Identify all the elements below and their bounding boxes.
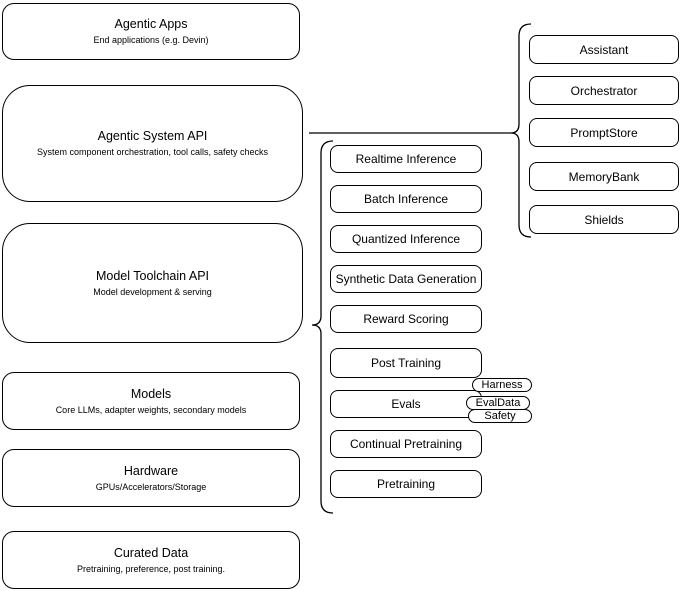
- node-agentic-apps: Agentic Apps End applications (e.g. Devi…: [2, 3, 300, 60]
- node-synthetic-data-generation: Synthetic Data Generation: [330, 265, 482, 293]
- node-assistant: Assistant: [529, 35, 679, 64]
- node-shields: Shields: [529, 205, 679, 234]
- node-subtitle: System component orchestration, tool cal…: [36, 147, 269, 157]
- node-subtitle: Model development & serving: [93, 286, 212, 297]
- node-models: Models Core LLMs, adapter weights, secon…: [2, 372, 300, 430]
- node-batch-inference: Batch Inference: [330, 185, 482, 213]
- node-promptstore: PromptStore: [529, 118, 679, 147]
- components-brace: [510, 23, 532, 238]
- node-title: Agentic System API: [97, 129, 208, 143]
- node-title: Hardware: [123, 463, 179, 478]
- node-title: Model Toolchain API: [95, 268, 210, 283]
- node-model-toolchain-api: Model Toolchain API Model development & …: [2, 223, 303, 343]
- node-title: Agentic Apps: [114, 17, 188, 31]
- node-evals: Evals: [330, 390, 482, 418]
- node-subtitle: Pretraining, preference, post training.: [76, 563, 226, 574]
- tag-safety: Safety: [468, 409, 532, 423]
- node-subtitle: End applications (e.g. Devin): [93, 35, 209, 45]
- node-title: Curated Data: [113, 545, 189, 560]
- tag-harness: Harness: [472, 378, 532, 392]
- node-reward-scoring: Reward Scoring: [330, 305, 482, 333]
- tag-evaldata: EvalData: [466, 396, 530, 410]
- node-agentic-system-api: Agentic System API System component orch…: [2, 85, 303, 202]
- node-continual-pretraining: Continual Pretraining: [330, 430, 482, 458]
- node-quantized-inference: Quantized Inference: [330, 225, 482, 253]
- node-subtitle: GPUs/Accelerators/Storage: [95, 481, 207, 492]
- node-post-training: Post Training: [330, 348, 482, 378]
- node-pretraining: Pretraining: [330, 470, 482, 498]
- toolchain-brace: [311, 140, 334, 514]
- node-orchestrator: Orchestrator: [529, 76, 679, 105]
- node-hardware: Hardware GPUs/Accelerators/Storage: [2, 449, 300, 507]
- node-realtime-inference: Realtime Inference: [330, 145, 482, 173]
- node-title: Models: [130, 386, 172, 401]
- node-memorybank: MemoryBank: [529, 162, 679, 191]
- node-curated-data: Curated Data Pretraining, preference, po…: [2, 531, 300, 589]
- node-subtitle: Core LLMs, adapter weights, secondary mo…: [55, 404, 247, 415]
